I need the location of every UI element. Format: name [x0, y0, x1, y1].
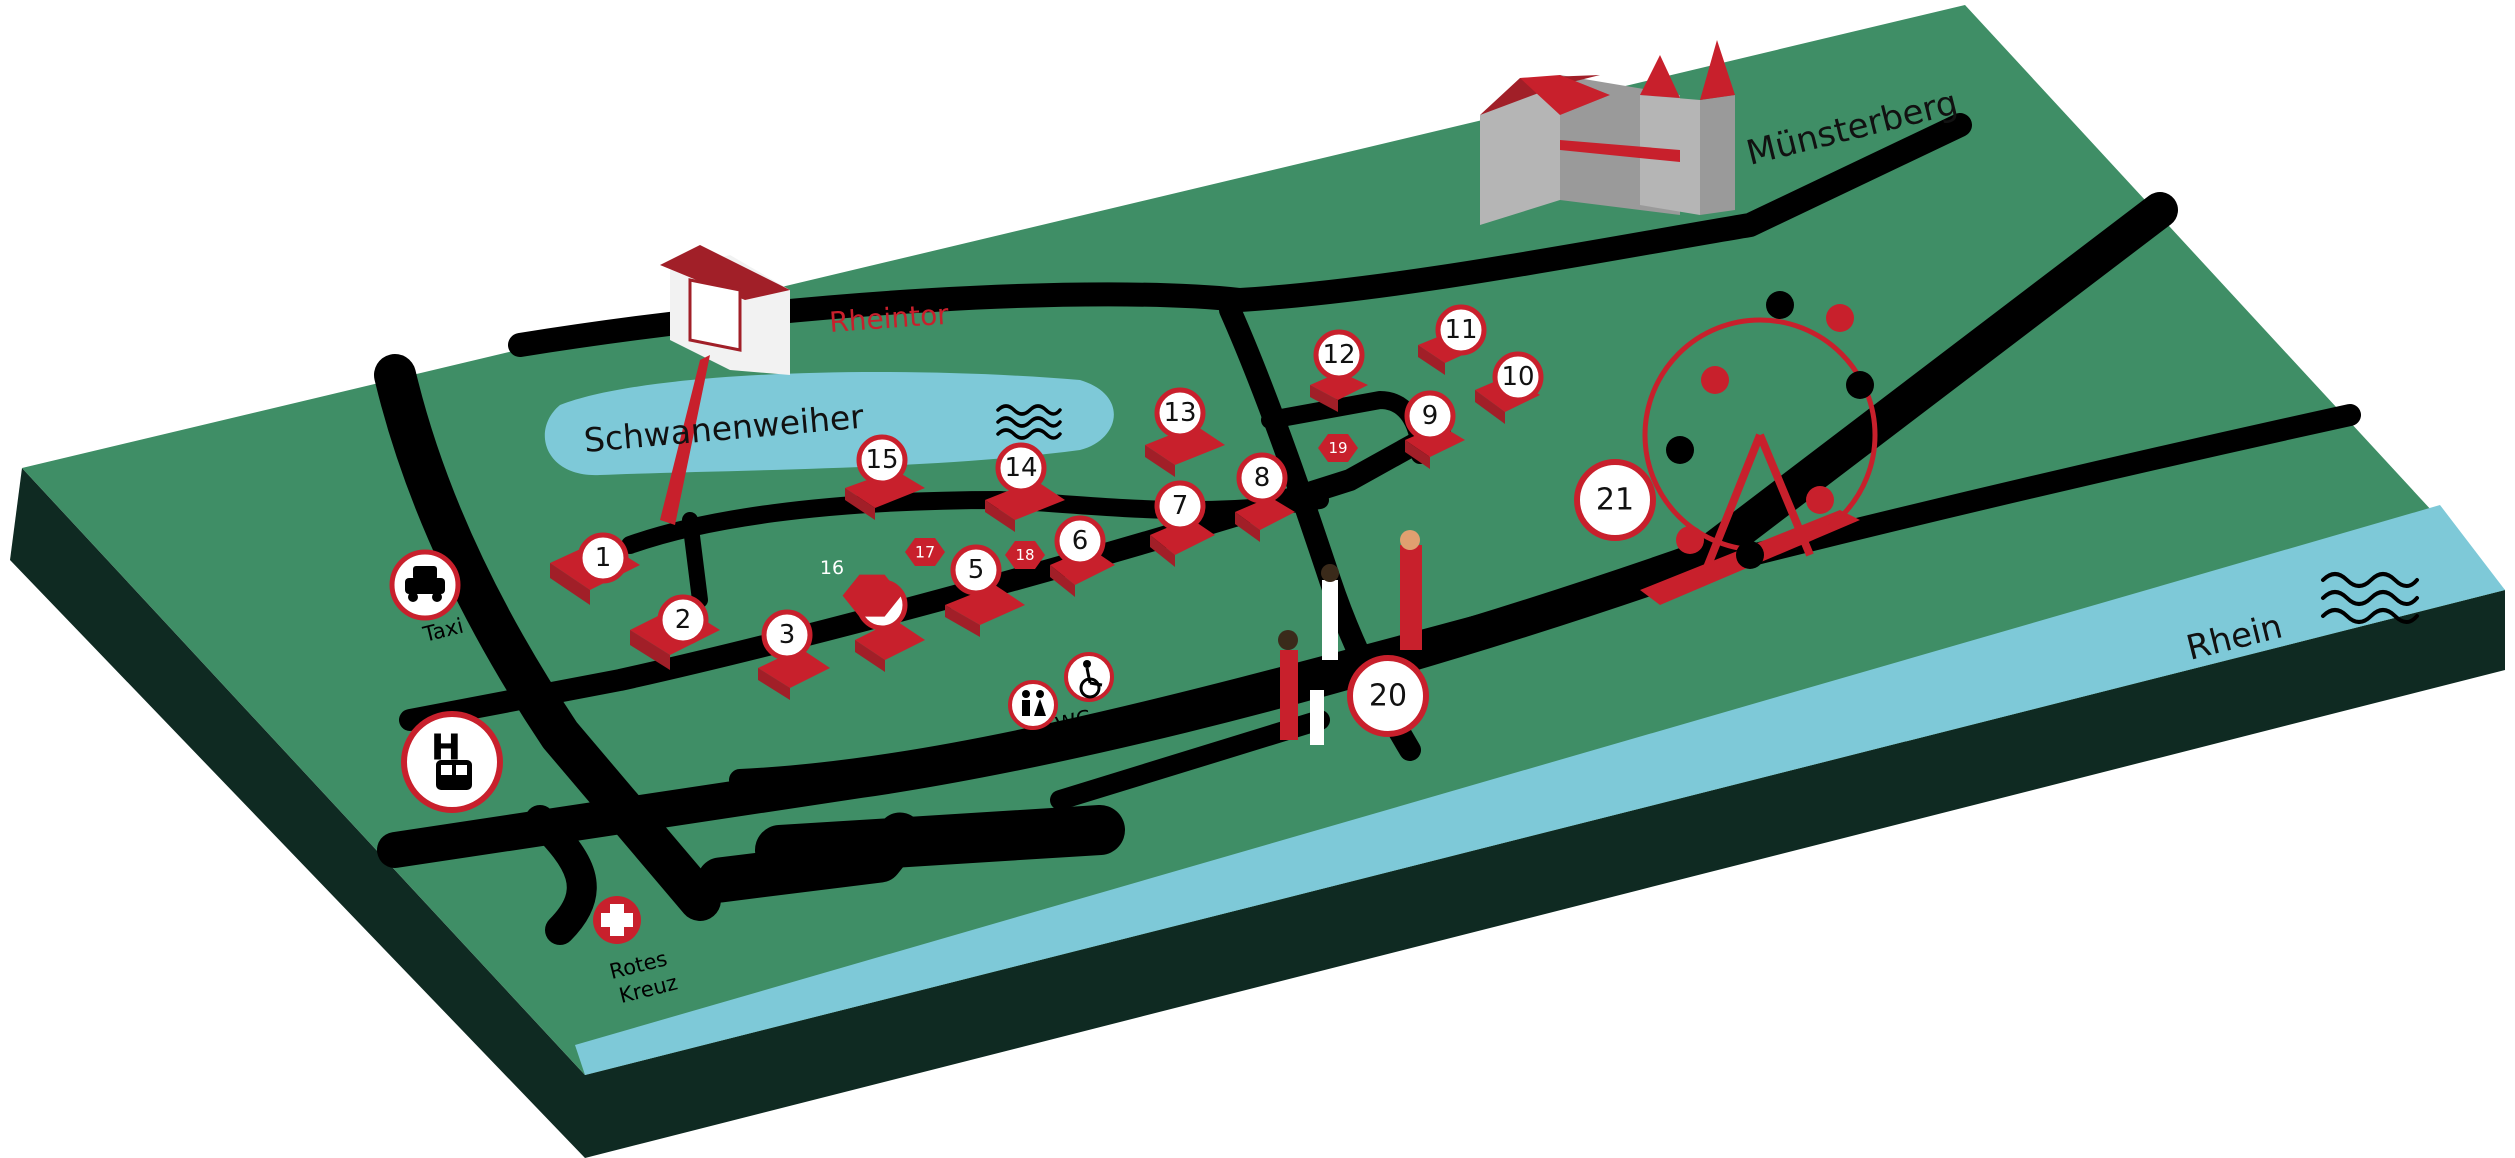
stand-13[interactable]: 13 [1145, 387, 1225, 477]
stand-number: 7 [1172, 491, 1189, 521]
marker-20[interactable]: 20 [1347, 655, 1429, 737]
stand-2[interactable]: 2 [630, 594, 720, 670]
hex-stand-number: 17 [915, 543, 935, 562]
stand-number: 9 [1422, 401, 1439, 431]
stand-number: 11 [1444, 315, 1477, 345]
wheelchair-icon[interactable] [1064, 652, 1114, 702]
stand-9[interactable]: 9 [1404, 390, 1465, 469]
ferris-wheel-icon [1640, 291, 1878, 605]
hex-stands: 16 17 18 19 [820, 434, 1358, 617]
red-cross-icon[interactable] [593, 896, 641, 944]
stand-number: 3 [779, 620, 796, 650]
stand-5[interactable]: 5 [945, 544, 1025, 637]
stand-1[interactable]: 1 [550, 532, 640, 605]
stand-8[interactable]: 8 [1235, 452, 1295, 542]
stand-number: 13 [1163, 398, 1196, 428]
toilets-icon[interactable] [1008, 680, 1058, 730]
stand-number: 14 [1004, 453, 1037, 483]
stand-14[interactable]: 14 [985, 442, 1065, 532]
bus-stop-icon[interactable]: H [401, 711, 503, 813]
stand-number: 5 [968, 555, 985, 585]
stand-7[interactable]: 7 [1150, 480, 1215, 567]
map-base-front-side [585, 590, 2505, 1158]
stand-number: 12 [1322, 340, 1355, 370]
stand-6[interactable]: 6 [1050, 515, 1115, 597]
stand-15[interactable]: 15 [845, 434, 925, 520]
stand-number: 10 [1501, 362, 1534, 392]
marker-21[interactable]: 21 [1574, 459, 1656, 541]
church-icon [1480, 40, 1735, 225]
visitors-figures [1278, 530, 1422, 745]
rheintor-building-icon [660, 245, 790, 525]
stand-number: 2 [675, 605, 692, 635]
stand-3[interactable]: 3 [758, 609, 830, 700]
water-waves-icon [2321, 572, 2419, 624]
stand-18[interactable]: 18 [1005, 541, 1045, 569]
stand-number: 15 [865, 445, 898, 475]
hex-stand-number: 16 [820, 557, 844, 579]
stand-number: 8 [1254, 463, 1271, 493]
hex-stand-number: 19 [1328, 439, 1347, 457]
stand-17[interactable]: 17 [905, 538, 945, 566]
river-rhein [575, 505, 2505, 1075]
water-waves-icon [996, 404, 1062, 440]
stand-number: 6 [1072, 526, 1089, 556]
stands: 1 2 3 4 5 6 7 8 9 10 11 12 13 14 15 [550, 304, 1544, 700]
stand-19[interactable]: 19 [1318, 434, 1358, 462]
stand-12[interactable]: 12 [1310, 329, 1368, 412]
map-base-left-side [10, 468, 585, 1158]
stand-16[interactable]: 16 [820, 557, 902, 617]
marker-number: 21 [1596, 483, 1634, 518]
hex-stand-number: 18 [1015, 546, 1034, 564]
stand-number: 1 [595, 543, 612, 573]
stand-11[interactable]: 11 [1418, 304, 1487, 375]
marker-number: 20 [1369, 679, 1407, 714]
taxi-icon[interactable] [389, 549, 461, 621]
stand-10[interactable]: 10 [1475, 351, 1544, 424]
